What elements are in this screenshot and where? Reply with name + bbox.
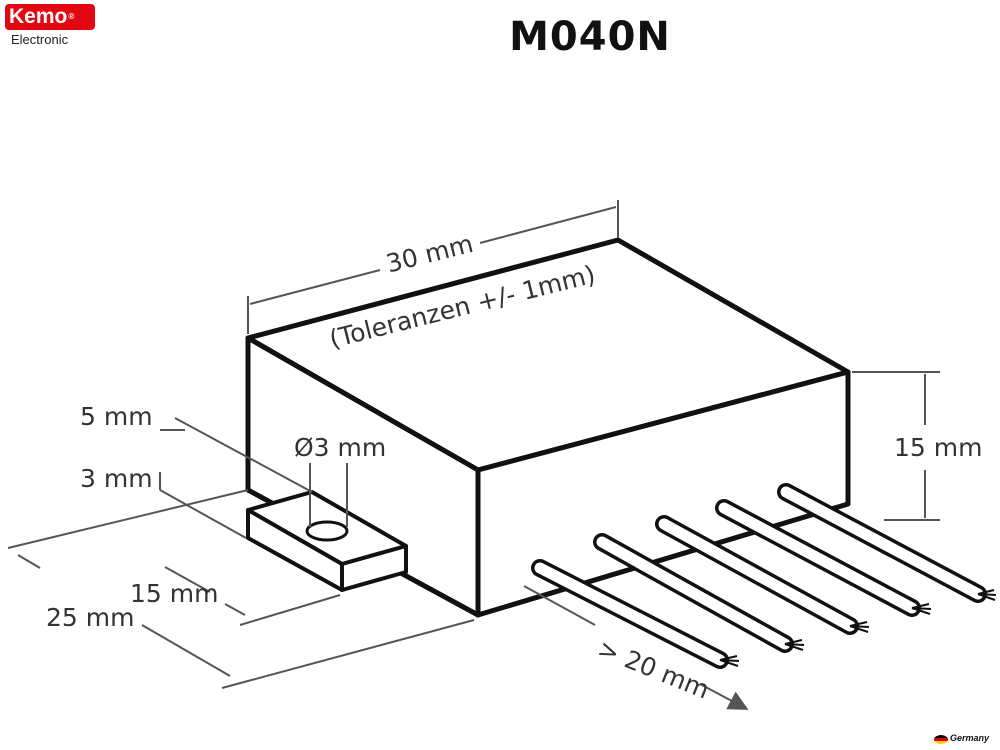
- tab-width-line-a: [164, 566, 211, 593]
- depth-ext-right: [221, 619, 475, 689]
- wire-length-line-a: [523, 585, 596, 626]
- length-label: 30 mm: [383, 229, 476, 279]
- wire-2: [593, 533, 805, 653]
- wires: [531, 483, 997, 669]
- brand-subtitle: Electronic: [11, 32, 69, 47]
- housing-side-face: [245, 335, 481, 618]
- tab-width-line-b: [224, 603, 246, 616]
- tab-offset-label: 5 mm: [80, 402, 153, 431]
- length-dim-line-b: [479, 206, 617, 244]
- offset-ext-line: [174, 417, 313, 493]
- mounting-hole: [305, 520, 349, 542]
- wire-length-arrow: [699, 683, 749, 710]
- tab-thickness-label: 3 mm: [80, 464, 153, 493]
- module-housing: [245, 237, 851, 618]
- tab-width-label: 15 mm: [130, 579, 218, 608]
- origin-text: Germany: [950, 733, 990, 743]
- tab-width-ext: [239, 594, 341, 626]
- wire-1: [531, 559, 740, 669]
- height-label: 15 mm: [894, 433, 982, 462]
- wire-3: [655, 515, 870, 635]
- depth-ext-left: [7, 489, 249, 549]
- german-flag-icon: [934, 735, 948, 744]
- depth-label: 25 mm: [46, 603, 134, 632]
- thickness-ext-line: [159, 489, 247, 539]
- kemo-logo: Kemo® Electronic: [5, 4, 97, 48]
- hole-diameter-label: Ø3 mm: [294, 433, 386, 462]
- depth-line-a: [17, 554, 41, 569]
- brand-name: Kemo: [9, 5, 68, 28]
- length-dim-line-a: [249, 269, 381, 305]
- dimension-lines: [7, 200, 940, 710]
- page-title: M040N: [509, 14, 671, 60]
- mounting-tab: [246, 490, 408, 592]
- wire-4: [715, 499, 932, 617]
- made-in-germany-badge: Germany: [934, 732, 994, 746]
- depth-line-b: [141, 624, 231, 677]
- tab-side-face: [246, 508, 344, 592]
- logo-badge: Kemo®: [5, 4, 95, 30]
- wire-5: [777, 483, 997, 603]
